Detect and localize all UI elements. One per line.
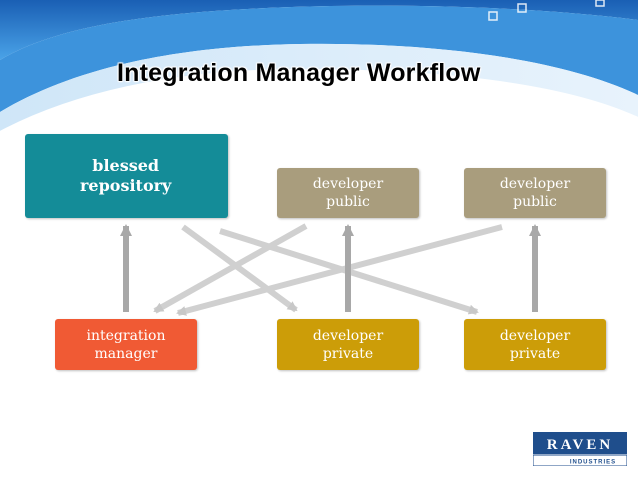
node-blessed-repository: blessed repository [25,134,228,218]
arrow-devpub2-to-integration [176,224,503,316]
node-label: developer public [312,176,384,210]
node-label: developer public [499,176,571,210]
page-title: Integration Manager Workflow [117,59,481,87]
node-label: integration manager [86,327,166,362]
node-label: blessed repository [80,156,172,195]
node-developer-private-2: developer private [464,319,606,370]
node-developer-private-1: developer private [277,319,419,370]
decorative-squares [488,0,605,21]
svg-text:INDUSTRIES: INDUSTRIES [570,460,616,466]
node-label: developer private [499,327,571,362]
node-developer-public-2: developer public [464,168,606,218]
arrow-devpub1-to-integration [153,223,308,314]
node-integration-manager: integration manager [55,319,197,370]
node-label: developer private [312,327,384,362]
svg-text:RAVEN: RAVEN [547,437,613,453]
raven-industries-logo: RAVEN INDUSTRIES [533,432,627,466]
node-developer-public-1: developer public [277,168,419,218]
header-swoosh [0,0,638,133]
arrow-blessed-to-devpriv1 [181,224,298,313]
